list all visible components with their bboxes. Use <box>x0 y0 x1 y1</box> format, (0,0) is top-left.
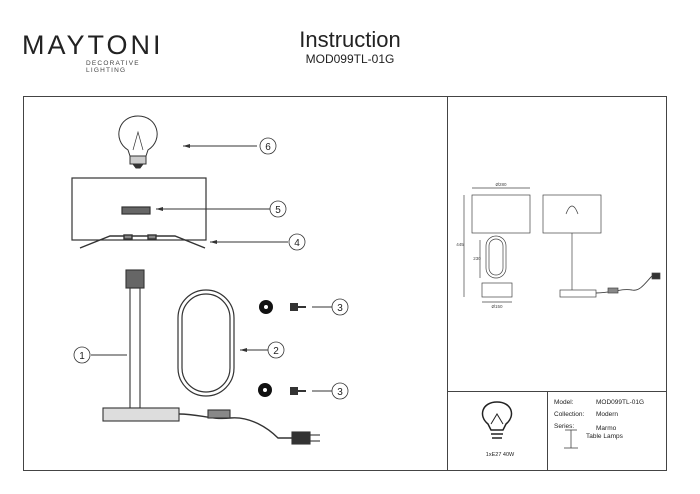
frame-divider-horizontal <box>448 391 666 392</box>
series-value: Marmo <box>596 425 617 432</box>
bulb-pictogram-icon <box>481 401 513 439</box>
dimension-drawing-side <box>542 194 661 298</box>
spec-divider <box>547 391 548 470</box>
model-code: MOD099TL-01G <box>305 52 395 66</box>
dim-height-total: 445 <box>456 242 464 247</box>
collection-value: Modern <box>596 411 619 418</box>
collection-label: Collection: <box>554 411 585 418</box>
brand-tagline: DECORATIVE LIGHTING <box>86 60 140 74</box>
table-lamp-pictogram-icon <box>564 429 578 449</box>
bulb-icon <box>118 115 158 169</box>
part-number-3a: 3 <box>337 303 343 314</box>
dim-frame-height: 230 <box>473 256 481 261</box>
part-number-6: 6 <box>265 142 271 153</box>
drawing-frame <box>23 96 667 471</box>
series-label: Series: <box>554 423 575 430</box>
part-number-5: 5 <box>275 205 281 216</box>
dimension-drawing-front <box>463 187 531 303</box>
washer-screw-top <box>259 300 306 314</box>
brand-logo: MAYTONI DECORATIVE LIGHTING <box>22 30 172 74</box>
bulb-spec-label: 1xE27 40W <box>485 452 515 458</box>
lamp-type-value: Table Lamps <box>586 433 623 440</box>
brand-name: MAYTONI <box>22 30 164 60</box>
part-number-2: 2 <box>273 346 279 357</box>
lamp-stand <box>102 269 320 445</box>
part-number-1: 1 <box>79 351 85 362</box>
part-number-4: 4 <box>294 238 300 249</box>
frame-divider-vertical <box>447 96 448 470</box>
part-number-3b: 3 <box>337 387 343 398</box>
washer-screw-bottom <box>258 383 306 397</box>
shade-frame <box>79 234 206 249</box>
page-title: Instruction <box>299 27 401 52</box>
model-label: Model: <box>554 399 574 406</box>
model-value: MOD099TL-01G <box>596 399 645 406</box>
dim-base-diameter: Ø150 <box>491 304 503 309</box>
oval-ring <box>177 289 235 397</box>
dim-width-top: Ø280 <box>495 182 507 187</box>
